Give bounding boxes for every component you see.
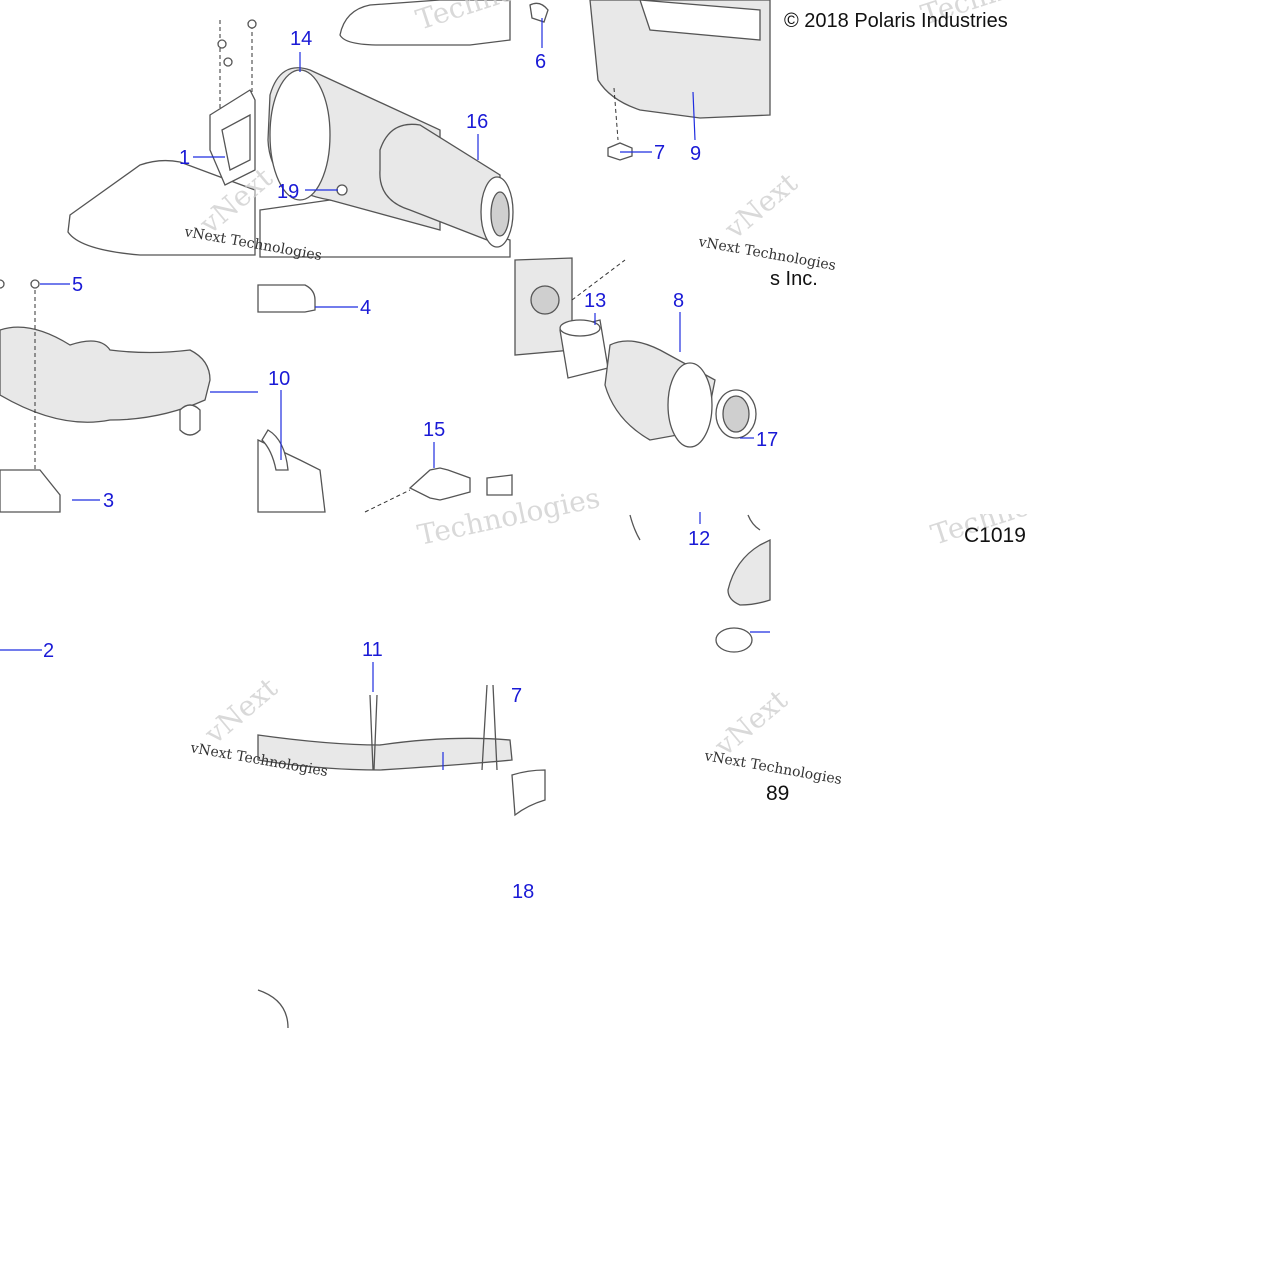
callout-15: 15 [423,419,445,441]
callout-11: 11 [362,639,383,661]
callout-2: 2 [43,640,54,662]
callout-16: 16 [466,111,488,133]
callout-7: 7 [654,142,665,164]
callout-5: 5 [72,274,83,296]
copyright-fragment: s Inc. [770,268,818,290]
diagram-code: C1019 [964,524,1026,547]
callout-4: 4 [360,297,371,319]
copyright-text: © 2018 Polaris Industries [784,10,1008,32]
air-filter-tile [259,0,514,258]
callout-14: 14 [290,28,312,50]
intake-duct-tile [0,279,211,513]
airbox-cover-tile [67,19,257,256]
callout-13: 13 [584,290,606,312]
callout-18: 18 [512,881,534,903]
fittings-tile [257,284,513,513]
callout-6: 6 [535,51,546,73]
drain-hose-tile [257,514,771,1029]
callout-8: 8 [673,290,684,312]
leader-lines [0,18,770,770]
callout-17: 17 [756,429,778,451]
callout-10: 10 [268,368,290,390]
callout-7b: 7 [511,685,522,707]
airbox-lower-tile [529,0,771,161]
callout-9: 9 [690,143,701,165]
callout-labels: 1 2 3 4 5 6 7 7 8 9 10 11 12 13 14 15 16… [43,28,778,903]
callout-1: 1 [179,147,190,169]
callout-19: 19 [277,181,299,203]
callout-3: 3 [103,490,114,512]
watermark-vnext: vNext [718,166,805,246]
diagram-code-fragment: 89 [766,782,790,805]
callout-12: 12 [688,528,710,550]
boot-clamp-tile [514,257,757,448]
